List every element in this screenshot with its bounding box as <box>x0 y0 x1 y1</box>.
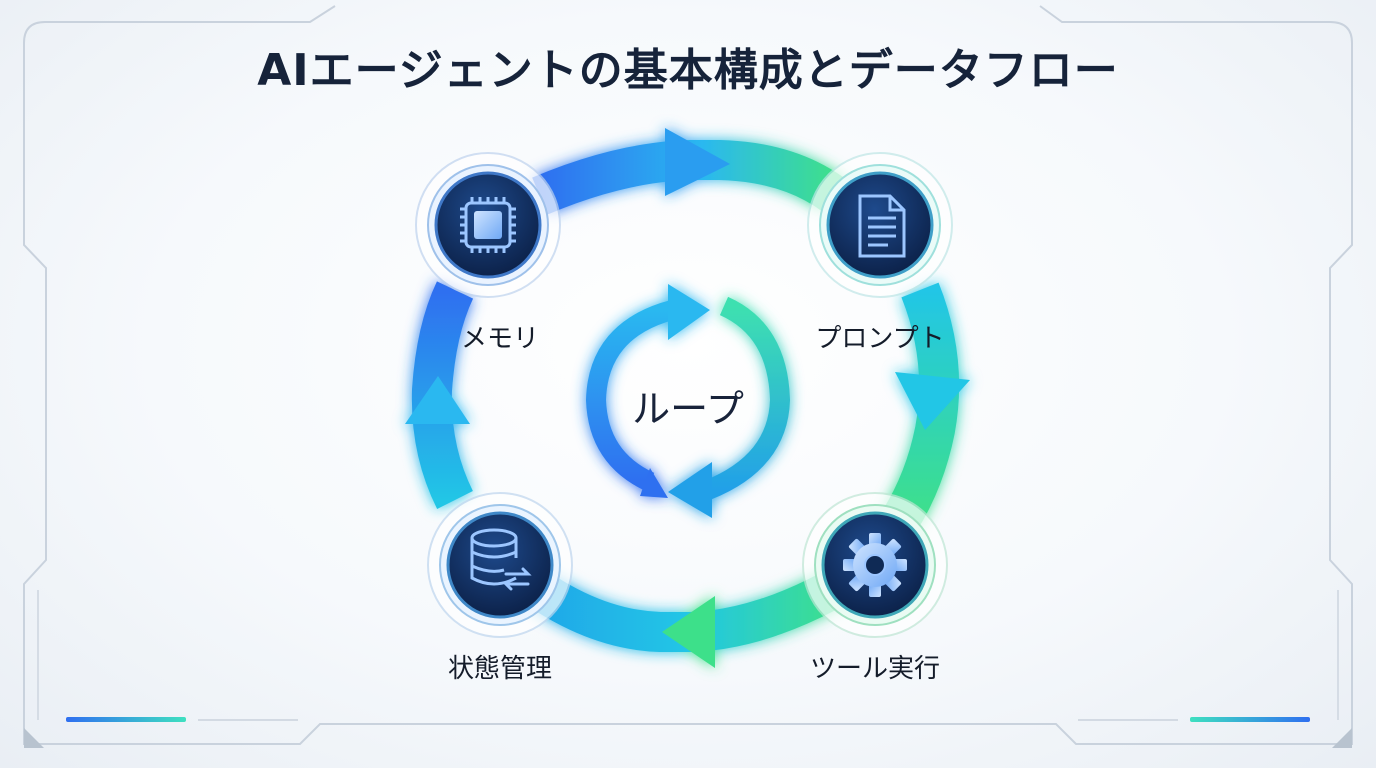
inner-loop <box>585 284 791 518</box>
corner-triangle-right <box>1332 728 1352 748</box>
node-label-prompt: プロンプト <box>815 324 945 354</box>
center-loop-label: ループ <box>632 387 744 431</box>
arrow-state-to-memory <box>405 281 474 509</box>
frame-bottom-line <box>40 723 1336 745</box>
arrow-prompt-to-tool <box>882 282 970 531</box>
corner-triangle-left <box>24 728 44 748</box>
inner-arrow-left-head <box>668 284 710 340</box>
page-title: AIエージェントの基本構成とデータフロー <box>257 45 1119 96</box>
gear-icon <box>843 533 907 597</box>
node-prompt <box>807 152 953 298</box>
node-memory <box>415 152 561 298</box>
inner-arrow-left-tail <box>640 468 668 498</box>
arrow-tool-to-state <box>528 567 850 668</box>
node-state <box>427 492 573 638</box>
cpu-chip-icon <box>460 197 516 253</box>
divider-left <box>198 719 298 721</box>
database-sync-icon <box>470 528 532 591</box>
accent-bar-left <box>66 717 186 722</box>
divider-right <box>1078 719 1178 721</box>
frame-outline <box>23 5 1353 745</box>
node-label-state: 状態管理 <box>447 654 553 684</box>
accent-bar-right <box>1190 717 1310 722</box>
inner-arrow-right-head <box>668 462 712 518</box>
document-icon <box>858 194 906 258</box>
node-label-memory: メモリ <box>460 324 540 354</box>
node-label-tool: ツール実行 <box>809 654 941 684</box>
arrow-memory-to-prompt <box>532 128 848 215</box>
outer-loop <box>405 128 970 668</box>
inner-arrow-left <box>585 300 675 492</box>
inner-arrow-right <box>704 296 791 500</box>
frame-inner-left <box>37 590 1339 720</box>
node-tool <box>802 492 948 638</box>
